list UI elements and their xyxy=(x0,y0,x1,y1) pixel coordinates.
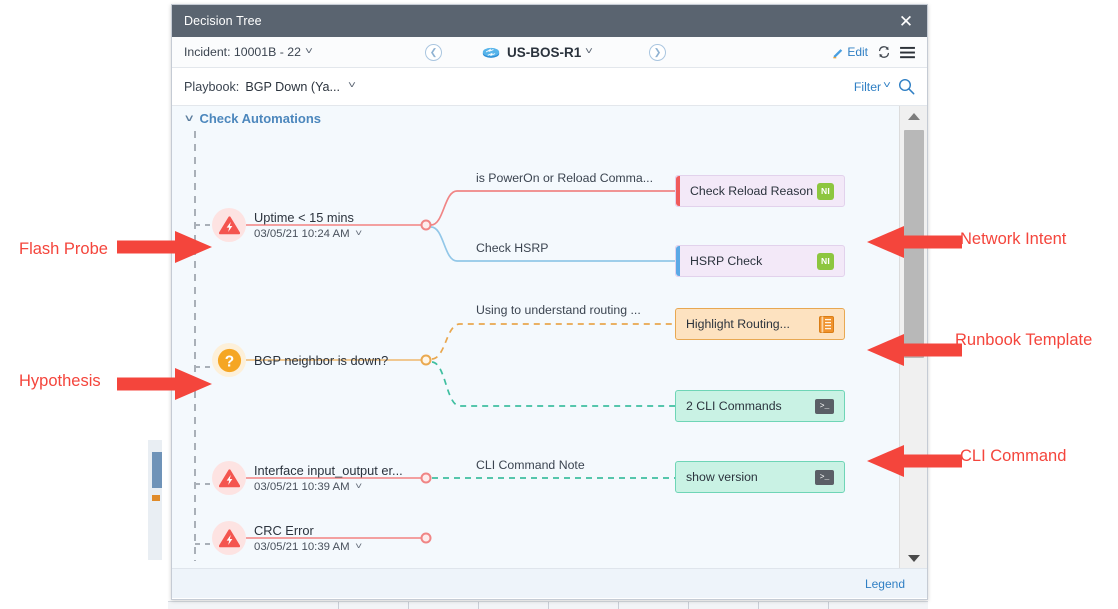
card-label: show version xyxy=(686,470,758,484)
hypothesis-question-icon: ? xyxy=(212,343,246,377)
network-intent-badge: NI xyxy=(817,252,834,270)
annotation-arrow-hypothesis xyxy=(117,368,212,400)
card-hsrp-check[interactable]: HSRP Check NI xyxy=(675,245,845,277)
annotation-runbook-template: Runbook Template xyxy=(955,331,1093,349)
node-timestamp-text: 03/05/21 10:39 AM xyxy=(254,541,350,553)
annotation-arrow-cli-command xyxy=(867,445,962,477)
branch-label-hsrp: Check HSRP xyxy=(476,241,549,255)
incident-toolbar: Incident: 10001B - 22 ˅ ❮ US-BOS-R1 ˅ ❯ xyxy=(172,37,927,68)
sync-icon[interactable] xyxy=(877,45,891,59)
filter-control[interactable]: Filter ˅ xyxy=(854,78,915,95)
scroll-up-arrow-icon[interactable] xyxy=(900,106,927,126)
tree-node-crc-error[interactable]: CRC Error 03/05/21 10:39 AM ˅ xyxy=(212,521,362,555)
cli-command-icon: >_ xyxy=(815,398,834,414)
background-left-marker xyxy=(152,495,160,501)
annotation-arrow-flash-probe xyxy=(117,231,212,263)
close-icon[interactable]: ✕ xyxy=(898,11,914,31)
node-title: CRC Error xyxy=(254,523,314,538)
node-timestamp-text: 03/05/21 10:39 AM xyxy=(254,481,350,493)
annotation-cli-command: CLI Command xyxy=(960,447,1067,465)
tree-connector-lines xyxy=(194,131,675,561)
chevron-down-icon: ˅ xyxy=(354,228,362,238)
annotation-hypothesis: Hypothesis xyxy=(19,372,101,390)
chevron-right-icon[interactable]: ❯ xyxy=(649,43,666,61)
node-title: Interface input_output er... xyxy=(254,463,403,478)
edit-label: Edit xyxy=(847,45,868,59)
hamburger-menu-icon[interactable] xyxy=(900,46,915,59)
card-show-version[interactable]: show version >_ xyxy=(675,461,845,493)
decision-tree-window: Decision Tree ✕ Incident: 10001B - 22 ˅ … xyxy=(171,4,928,600)
incident-selector[interactable]: Incident: 10001B - 22 ˅ xyxy=(184,45,313,59)
chevron-down-icon: ˅ xyxy=(354,541,362,551)
filter-label: Filter xyxy=(853,79,882,94)
card-label: Highlight Routing... xyxy=(686,317,790,331)
tree-node-body: Interface input_output er... 03/05/21 10… xyxy=(254,463,403,493)
section-title: Check Automations xyxy=(199,111,322,126)
card-label: HSRP Check xyxy=(690,254,763,268)
card-label: 2 CLI Commands xyxy=(686,399,782,413)
incident-label-text: Incident: 10001B - 22 xyxy=(184,45,301,59)
window-titlebar: Decision Tree ✕ xyxy=(172,5,927,37)
chevron-down-icon: ˅ xyxy=(304,45,313,57)
chevron-down-icon: ˅ xyxy=(585,45,594,57)
section-header-check-automations[interactable]: ˅ Check Automations xyxy=(185,111,322,126)
runbook-template-icon xyxy=(819,315,834,333)
annotation-flash-probe: Flash Probe xyxy=(19,240,108,258)
playbook-toolbar: Playbook: BGP Down (Ya... ˅ Filter ˅ xyxy=(172,68,927,106)
annotation-network-intent: Network Intent xyxy=(960,230,1067,248)
window-footer: Legend xyxy=(172,569,927,598)
card-highlight-routing[interactable]: Highlight Routing... xyxy=(675,308,845,340)
device-selector[interactable]: US-BOS-R1 ˅ xyxy=(482,44,594,60)
network-intent-badge: NI xyxy=(817,182,834,200)
tree-node-body: Uptime < 15 mins 03/05/21 10:24 AM ˅ xyxy=(254,210,362,240)
legend-link[interactable]: Legend xyxy=(864,576,905,591)
tree-node-body: BGP neighbor is down? xyxy=(254,353,388,368)
branch-label-routing: Using to understand routing ... xyxy=(476,303,641,317)
playbook-label: Playbook: xyxy=(184,79,240,94)
device-name: US-BOS-R1 xyxy=(507,44,582,60)
router-icon xyxy=(482,47,500,58)
chevron-down-icon[interactable]: ˅ xyxy=(348,80,356,91)
card-accent-bar xyxy=(676,176,680,206)
svg-text:?: ? xyxy=(224,353,233,370)
card-label: Check Reload Reason xyxy=(690,184,814,198)
search-icon[interactable] xyxy=(898,78,915,95)
node-timestamp[interactable]: 03/05/21 10:39 AM ˅ xyxy=(254,481,403,493)
node-title: BGP neighbor is down? xyxy=(254,352,389,368)
tree-node-uptime[interactable]: Uptime < 15 mins 03/05/21 10:24 AM ˅ xyxy=(212,208,362,242)
chevron-left-icon[interactable]: ❮ xyxy=(425,43,442,61)
tree-node-interface-errors[interactable]: Interface input_output er... 03/05/21 10… xyxy=(212,461,403,495)
playbook-selector[interactable]: BGP Down (Ya... xyxy=(245,79,341,94)
card-check-reload-reason[interactable]: Check Reload Reason NI xyxy=(675,175,845,207)
scroll-down-arrow-icon[interactable] xyxy=(900,548,927,568)
header-actions: Edit xyxy=(832,45,915,59)
node-timestamp-text: 03/05/21 10:24 AM xyxy=(254,228,350,240)
background-left-highlight xyxy=(152,452,162,488)
background-bottom-table-row xyxy=(168,601,928,609)
page-title: Decision Tree xyxy=(184,14,262,28)
pencil-icon xyxy=(833,48,843,58)
annotation-arrow-network-intent xyxy=(867,226,962,258)
cli-command-icon: >_ xyxy=(815,469,834,485)
flash-probe-icon xyxy=(212,521,246,555)
chevron-down-icon: ˅ xyxy=(354,481,362,491)
branch-label-reload: is PowerOn or Reload Comma... xyxy=(476,171,654,185)
node-timestamp[interactable]: 03/05/21 10:39 AM ˅ xyxy=(254,541,362,553)
flash-probe-icon xyxy=(212,208,246,242)
card-accent-bar xyxy=(676,246,680,276)
annotation-arrow-runbook-template xyxy=(867,334,962,366)
flash-probe-icon xyxy=(212,461,246,495)
branch-label-cli-note: CLI Command Note xyxy=(476,458,585,472)
chevron-down-icon: ˅ xyxy=(185,112,194,125)
decision-tree-canvas: ˅ Check Automations xyxy=(172,106,927,569)
chevron-down-icon: ˅ xyxy=(883,80,892,91)
card-two-cli-commands[interactable]: 2 CLI Commands >_ xyxy=(675,390,845,422)
edit-button[interactable]: Edit xyxy=(832,45,868,59)
node-title: Uptime < 15 mins xyxy=(254,210,354,225)
tree-node-body: CRC Error 03/05/21 10:39 AM ˅ xyxy=(254,523,362,553)
tree-node-bgp-hypothesis[interactable]: ? BGP neighbor is down? xyxy=(212,343,388,377)
node-timestamp[interactable]: 03/05/21 10:24 AM ˅ xyxy=(254,228,362,240)
